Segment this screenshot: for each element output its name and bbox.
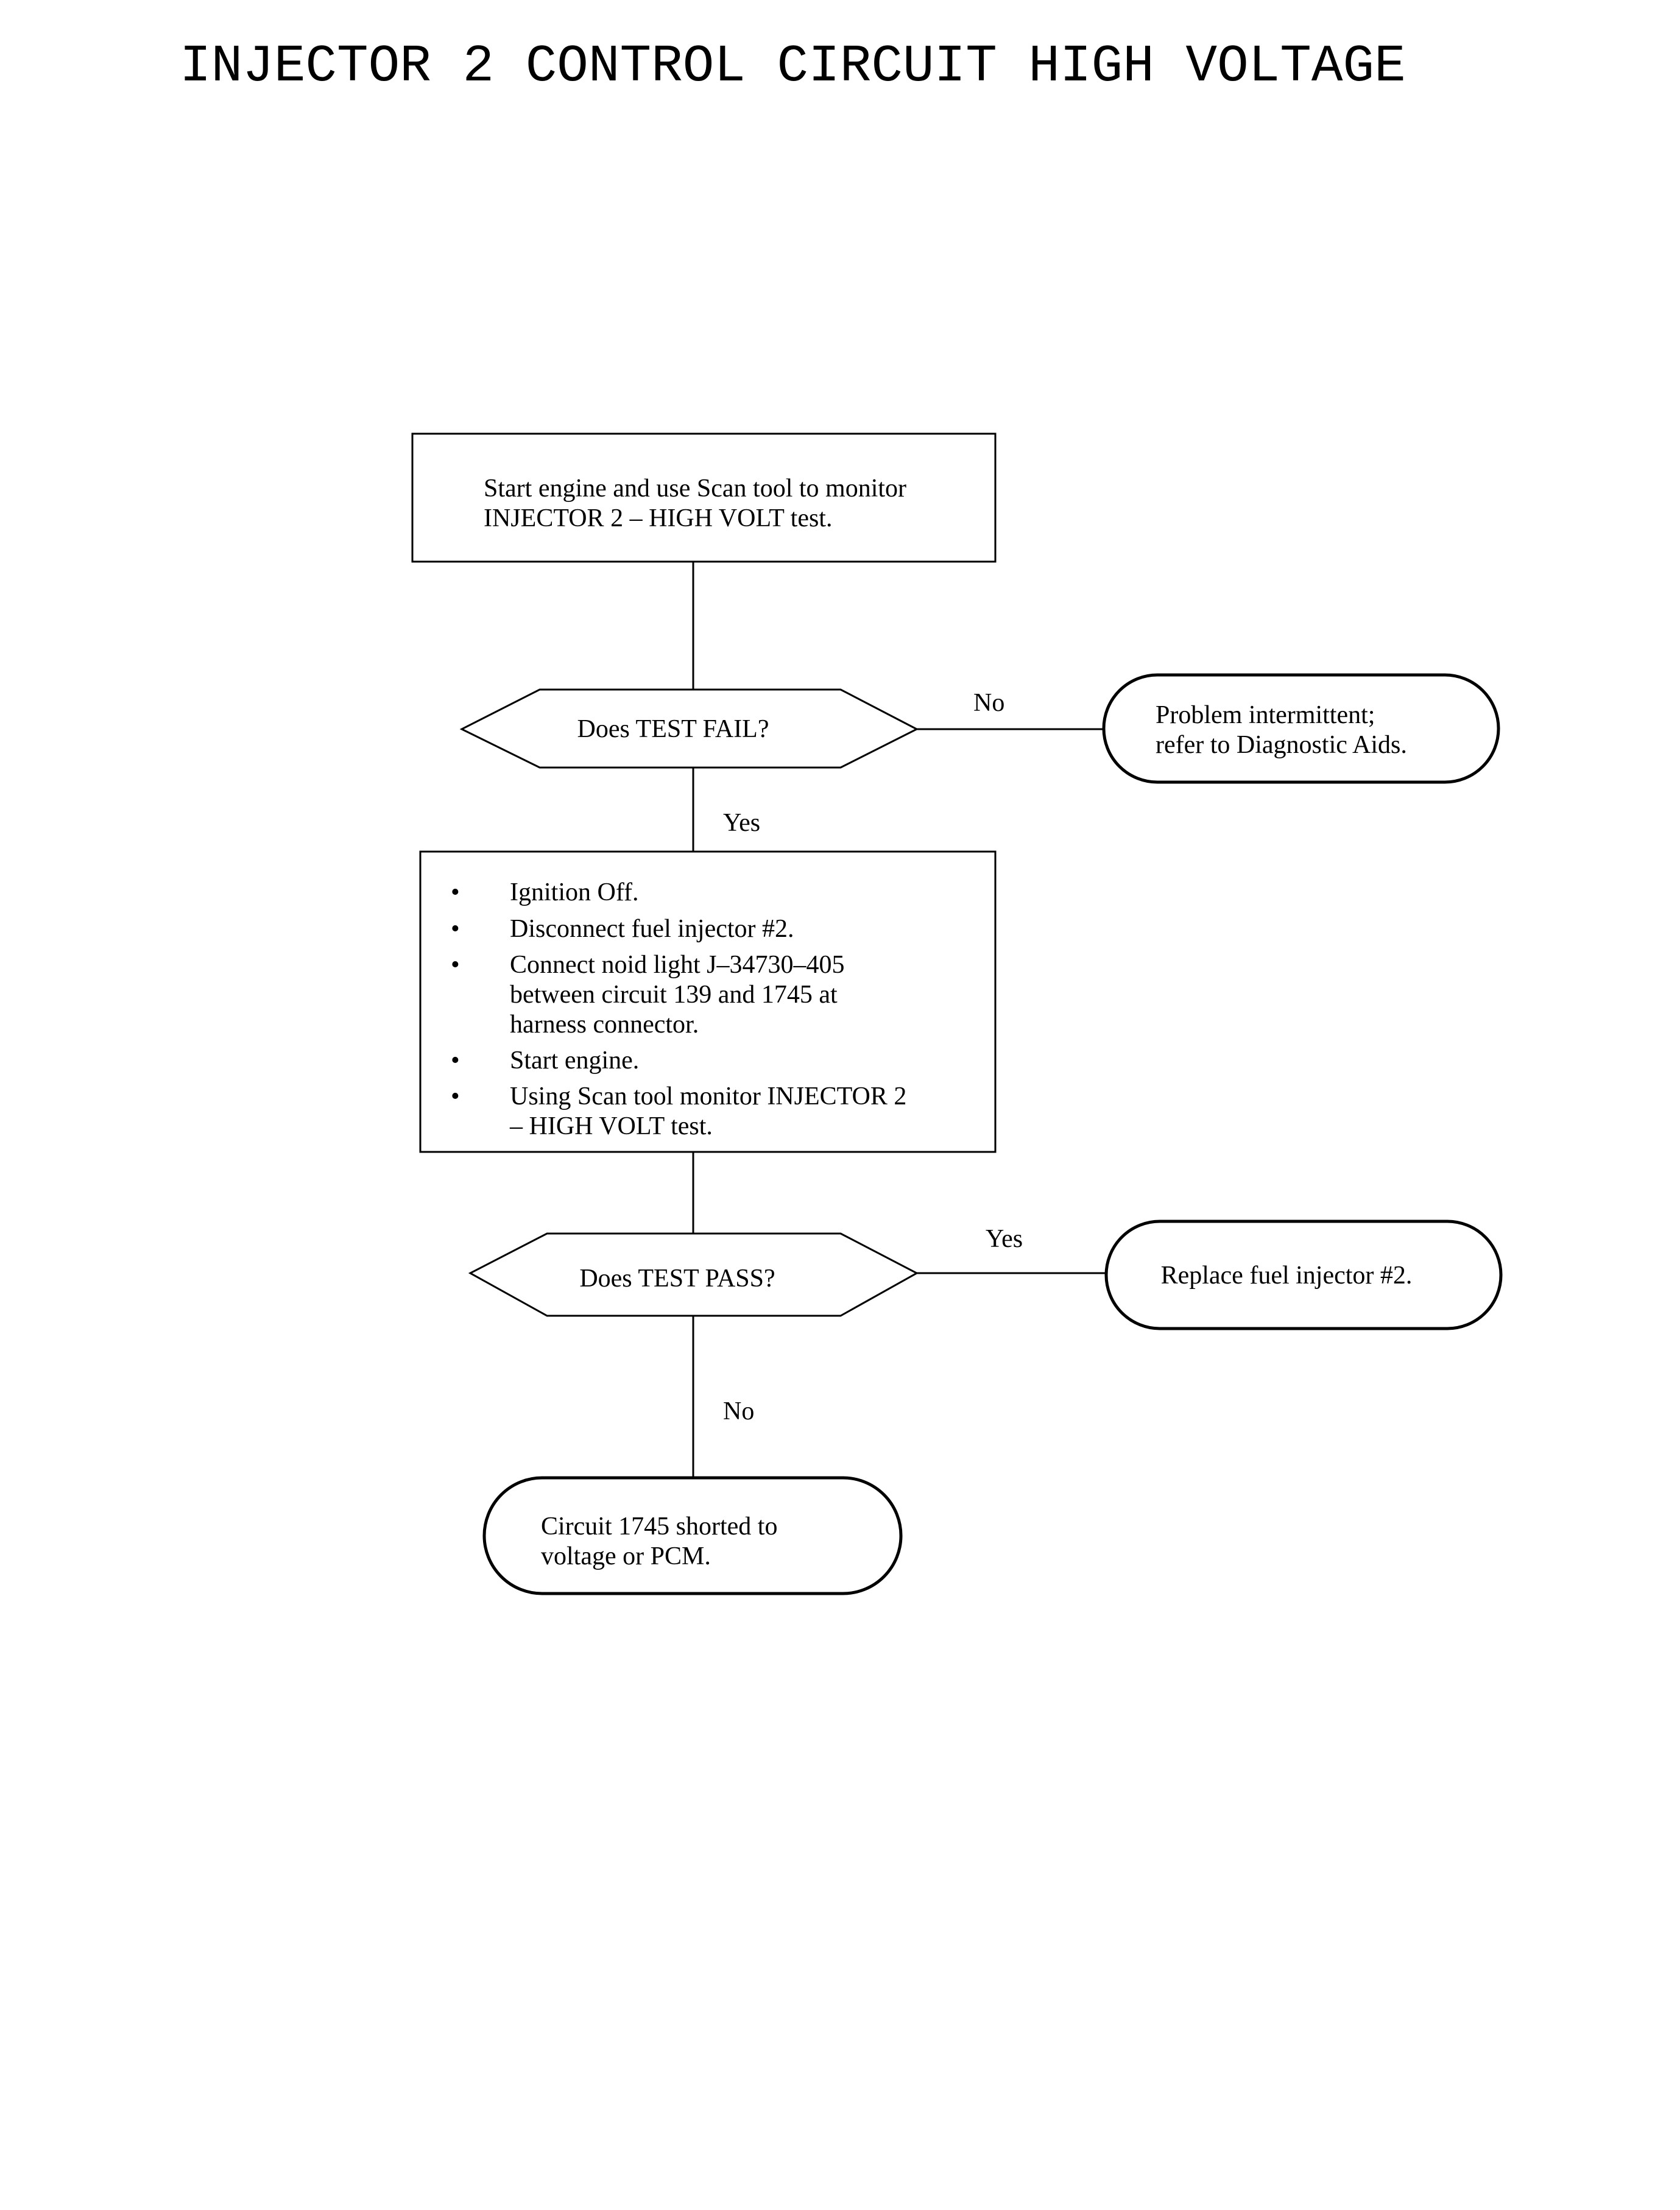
step-item-3-line-1: Connect noid light J–34730–405	[510, 951, 845, 979]
branch-label-no-1: No	[973, 689, 1004, 717]
step-item-3-line-3: harness connector.	[510, 1011, 699, 1039]
branch-label-no-2: No	[723, 1397, 754, 1425]
start-step-frame	[411, 432, 997, 563]
step-bullet: •	[451, 1082, 460, 1110]
step-item-5-line-1: Using Scan tool monitor INJECTOR 2	[510, 1082, 906, 1110]
page-title: INJECTOR 2 CONTROL CIRCUIT HIGH VOLTAGE	[180, 37, 1406, 96]
terminal-intermittent: Problem intermittent; refer to Diagnosti…	[1102, 673, 1500, 784]
terminal-replace-frame	[1104, 1220, 1503, 1330]
decision-pass-shape	[468, 1232, 919, 1317]
decision-fail-text: Does TEST FAIL?	[577, 715, 769, 743]
step-bullet: •	[451, 878, 460, 906]
terminal-intermittent-line-1: Problem intermittent;	[1156, 701, 1375, 729]
terminal-intermittent-frame	[1102, 673, 1500, 784]
step-item-1-line-1: Ignition Off.	[510, 878, 639, 906]
start-step-line-2: INJECTOR 2 – HIGH VOLT test.	[484, 504, 832, 532]
terminal-shorted-line-1: Circuit 1745 shorted to	[541, 1513, 777, 1541]
start-step-line-1: Start engine and use Scan tool to monito…	[484, 475, 906, 503]
terminal-intermittent-line-2: refer to Diagnostic Aids.	[1156, 731, 1407, 759]
steps-frame	[419, 850, 997, 1153]
terminal-shorted-line-2: voltage or PCM.	[541, 1542, 711, 1570]
steps-box: • Ignition Off. • Disconnect fuel inject…	[419, 850, 997, 1153]
step-item-5-line-2: – HIGH VOLT test.	[509, 1112, 713, 1140]
branch-label-yes-2: Yes	[986, 1225, 1023, 1253]
step-bullet: •	[451, 951, 460, 979]
step-bullet: •	[451, 915, 460, 943]
terminal-replace-text: Replace fuel injector #2.	[1161, 1262, 1413, 1290]
decision-pass-text: Does TEST PASS?	[579, 1265, 775, 1293]
terminal-shorted: Circuit 1745 shorted to voltage or PCM.	[482, 1476, 903, 1595]
terminal-replace: Replace fuel injector #2.	[1104, 1220, 1503, 1330]
terminal-shorted-frame	[482, 1476, 903, 1595]
step-item-2-line-1: Disconnect fuel injector #2.	[510, 915, 794, 943]
decision-fail-shape	[459, 688, 919, 769]
decision-test-fail: Does TEST FAIL?	[459, 688, 919, 769]
branch-label-yes-1: Yes	[723, 809, 760, 837]
step-item-3-line-2: between circuit 139 and 1745 at	[510, 981, 838, 1009]
decision-test-pass: Does TEST PASS?	[468, 1232, 919, 1317]
step-bullet: •	[451, 1047, 460, 1075]
start-step-box: Start engine and use Scan tool to monito…	[411, 432, 997, 563]
step-item-4-line-1: Start engine.	[510, 1047, 639, 1075]
